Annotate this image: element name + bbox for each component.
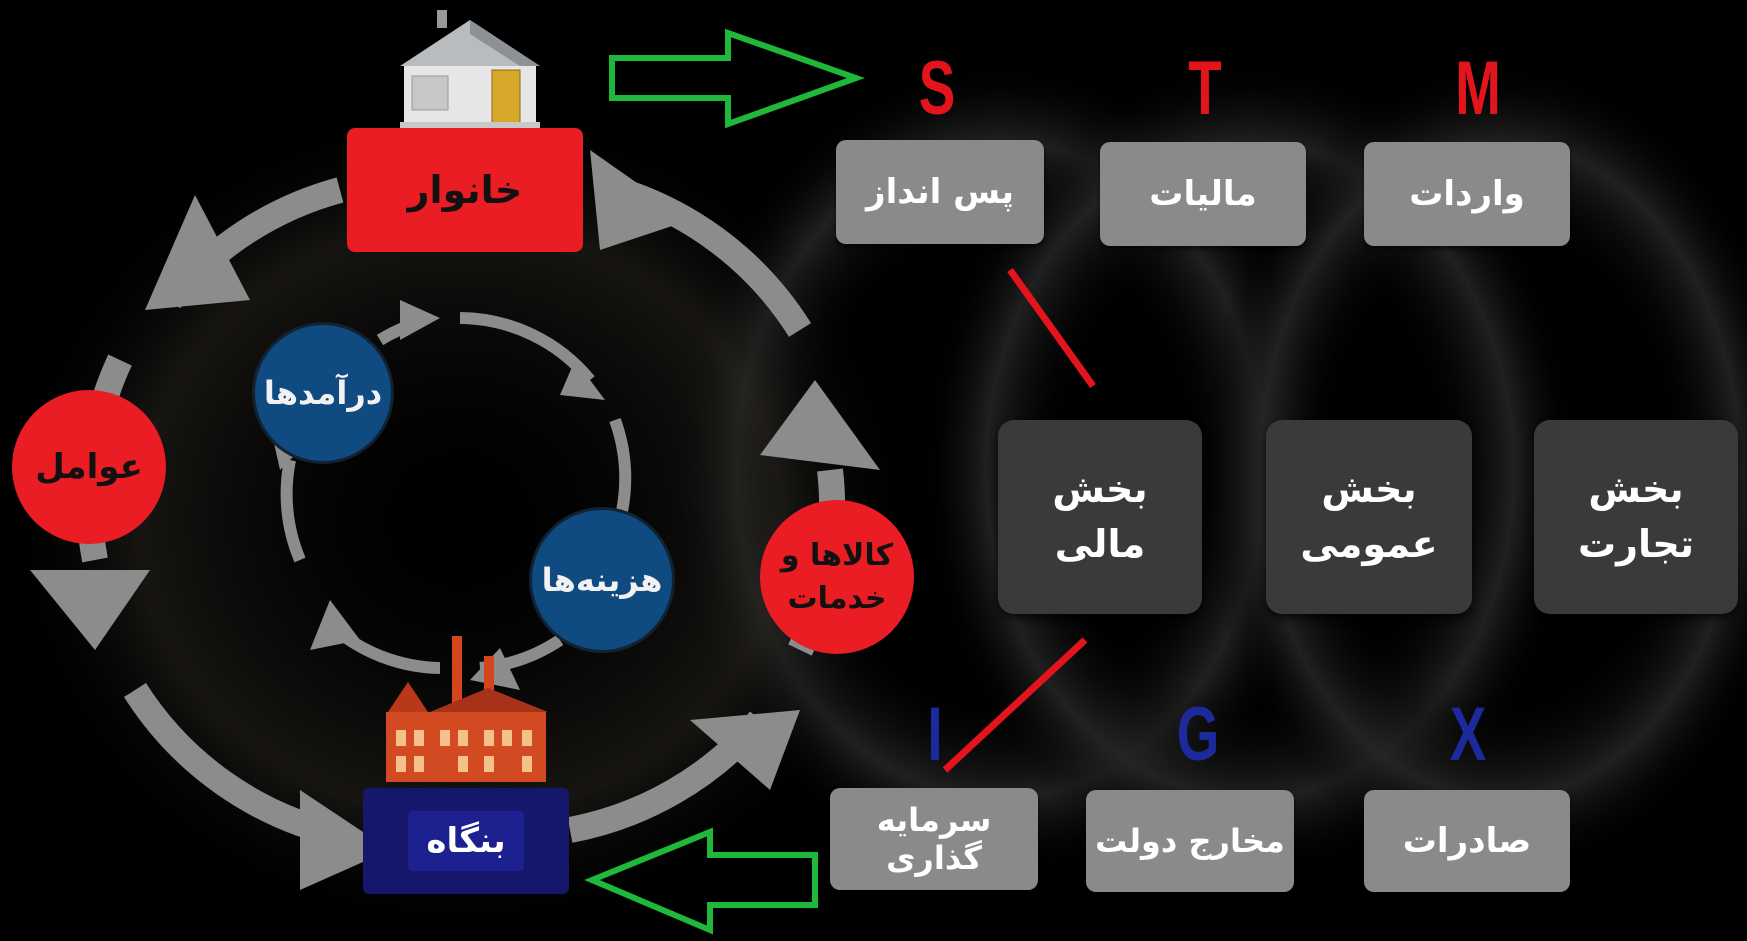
letter-t: T xyxy=(1188,46,1221,131)
household-label: خانوار xyxy=(407,168,523,212)
background-swirls xyxy=(0,60,1747,940)
leakage-box-imports: واردات xyxy=(1364,142,1570,246)
leakage-box-taxes: مالیات xyxy=(1100,142,1306,246)
letter-i: I xyxy=(927,692,942,777)
injection-box-government: مخارج دولت xyxy=(1086,790,1294,892)
green-arrow-in xyxy=(584,827,818,935)
costs-label: هزینه‌ها xyxy=(541,561,663,599)
costs-circle: هزینه‌ها xyxy=(532,510,672,650)
top-letters: S T M xyxy=(919,46,1501,131)
firm-box: بنگاه xyxy=(363,788,569,894)
letter-m: M xyxy=(1455,46,1501,131)
sector-label-financial: بخش مالی xyxy=(1052,466,1148,566)
incomes-label: درآمدها xyxy=(263,374,383,412)
household-box: خانوار xyxy=(347,128,583,252)
injection-label-exports: صادرات xyxy=(1402,821,1532,861)
incomes-circle: درآمدها xyxy=(255,325,391,461)
leakage-box-saving: پس انداز xyxy=(836,140,1044,244)
injection-box-exports: صادرات xyxy=(1364,790,1570,892)
connector-saving-financial xyxy=(1007,267,1096,389)
factors-circle: عوامل xyxy=(12,390,166,544)
house-icon xyxy=(400,10,540,130)
sector-box-financial: بخش مالی xyxy=(998,420,1202,614)
sector-box-public: بخش عمومی xyxy=(1266,420,1472,614)
sector-label-public: بخش عمومی xyxy=(1300,466,1438,566)
goods-services-label: کالاها و خدمات xyxy=(780,537,894,617)
injection-box-investment: سرمایه گذاری xyxy=(830,788,1038,890)
letter-x: X xyxy=(1450,692,1487,777)
sector-label-trade: بخش تجارت xyxy=(1578,466,1694,566)
factory-icon xyxy=(386,636,548,782)
letter-g: G xyxy=(1177,692,1220,777)
goods-services-circle: کالاها و خدمات xyxy=(760,500,914,654)
firm-label: بنگاه xyxy=(408,811,524,871)
leakage-label-taxes: مالیات xyxy=(1149,174,1257,214)
factors-label: عوامل xyxy=(35,447,143,487)
letter-s: S xyxy=(919,46,956,131)
leakage-label-saving: پس انداز xyxy=(866,172,1014,212)
outer-arrowheads xyxy=(30,150,880,890)
injection-label-investment: سرمایه گذاری xyxy=(876,801,992,877)
bottom-letters: I G X xyxy=(927,692,1486,777)
sector-box-trade: بخش تجارت xyxy=(1534,420,1738,614)
injection-label-government: مخارج دولت xyxy=(1095,822,1285,860)
leakage-label-imports: واردات xyxy=(1409,174,1525,214)
green-arrow-out xyxy=(609,28,865,129)
connector-financial-investment xyxy=(942,637,1088,773)
